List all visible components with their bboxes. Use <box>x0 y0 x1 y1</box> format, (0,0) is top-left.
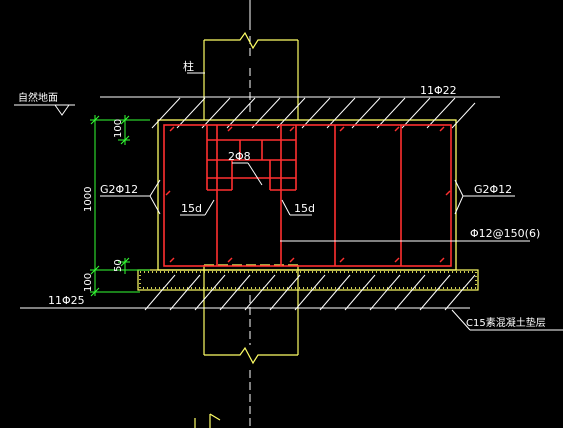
dim-bottom-cover: 50 <box>113 259 124 272</box>
label-stirrup-pair: 2Φ8 <box>228 150 251 163</box>
label-ground: 自然地面 <box>18 91 58 104</box>
ground-symbol <box>14 104 75 116</box>
label-bottom-rebar: 11Φ25 <box>48 294 85 307</box>
soil-hatch <box>20 96 500 311</box>
rebar-cage <box>163 124 452 267</box>
label-anchor-right: 15d <box>294 202 315 215</box>
dim-height: 1000 <box>83 187 94 212</box>
label-stirrup-spacing: Φ12@150(6) <box>470 227 540 240</box>
label-side-right: G2Φ12 <box>474 183 512 196</box>
label-anchor-left: 15d <box>181 202 202 215</box>
leader-lines <box>100 72 563 331</box>
dim-cushion-thickness: 100 <box>83 273 94 292</box>
dim-top-cover: 100 <box>113 119 124 138</box>
rebar-ticks <box>165 126 451 263</box>
label-top-rebar: 11Φ22 <box>420 84 457 97</box>
concrete-cushion <box>137 269 479 291</box>
beam-outline <box>157 119 457 271</box>
label-cushion: C15素混凝土垫层 <box>466 316 546 329</box>
dimension-lines <box>90 115 150 297</box>
column-stub <box>194 31 299 428</box>
label-side-left: G2Φ12 <box>100 183 138 196</box>
label-column: 柱 <box>183 59 194 73</box>
